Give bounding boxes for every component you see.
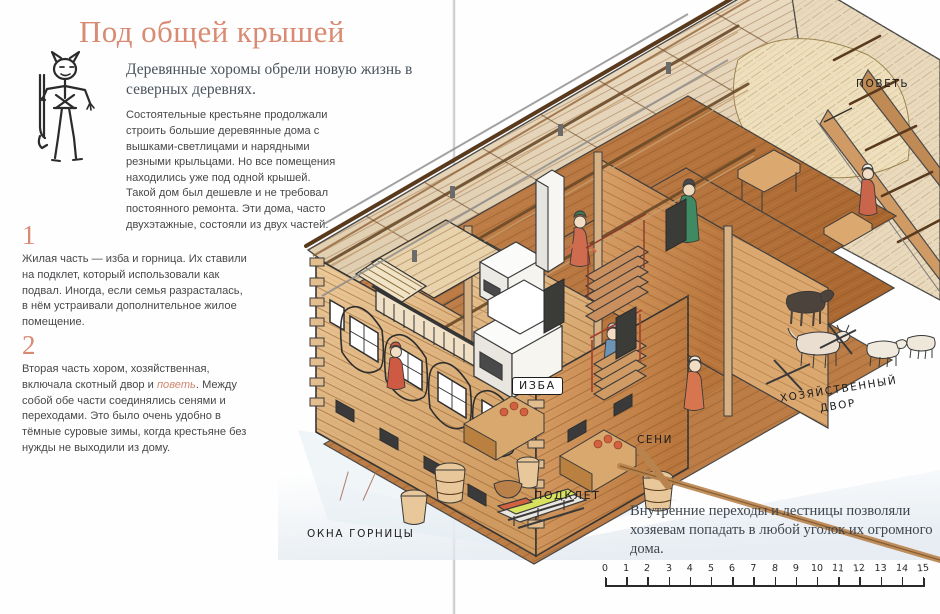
ruler-tick-label: 1	[623, 563, 630, 574]
ruler-tick	[901, 577, 904, 586]
ruler-tick	[647, 577, 649, 586]
ruler-tick	[880, 577, 882, 586]
ruler-tick	[753, 577, 755, 586]
ruler-tick-label: 4	[686, 563, 693, 574]
numbered-section-2: 2 Вторая часть хором, хозяйственная, вкл…	[22, 332, 248, 457]
ruler-tick-label: 2	[643, 562, 651, 575]
ruler-tick-label: 11	[831, 562, 845, 575]
numbered-section-1: 1 Жилая часть — изба и горница. Их стави…	[22, 222, 248, 331]
ruler-tick-label: 5	[707, 562, 715, 575]
ruler-tick	[668, 577, 670, 586]
ruler-tick-label: 13	[874, 563, 887, 574]
ruler-tick-label: 3	[665, 562, 673, 575]
illustration-caption: Внутренние переходы и лестницы позволяли…	[630, 503, 933, 557]
ruler-tick-label: 12	[852, 562, 866, 575]
ruler-tick	[795, 577, 798, 586]
body-paragraph-2: Такой дом был дешевле и не требовал пост…	[126, 187, 329, 231]
deck-text: Деревянные хоромы обрели новую жизнь в с…	[126, 61, 413, 99]
label-izba: ИЗБА	[512, 377, 563, 395]
ruler-tick-label: 14	[895, 562, 909, 575]
house-cutaway-illustration	[278, 0, 940, 565]
ruler-tick	[626, 577, 628, 586]
body-paragraph-1: Состоятельные крестьяне продолжали строи…	[126, 109, 336, 184]
ruler-tick-label: 6	[728, 562, 736, 575]
ruler-tick	[689, 577, 692, 586]
page-title: Под общей крышей	[79, 14, 345, 49]
ruler-tick	[859, 577, 861, 586]
highlight-term-povet: поветь	[156, 378, 196, 391]
ruler-tick	[817, 577, 819, 586]
ruler-tick	[711, 577, 713, 586]
ruler-tick	[923, 577, 925, 586]
label-povet: поветь	[856, 78, 910, 90]
section-number-1: 1	[22, 220, 36, 250]
ruler-tick-label: 7	[750, 563, 757, 574]
section-body-2: Вторая часть хором, хозяйственная, включ…	[22, 363, 247, 454]
label-okna-gornicy: окна горницы	[307, 528, 415, 540]
ruler-tick	[774, 577, 776, 586]
section-number-2: 2	[22, 330, 36, 360]
hunter-figure-icon	[37, 50, 95, 162]
label-seni: сени	[637, 434, 674, 446]
ruler-tick-label: 0	[601, 562, 609, 575]
ruler-tick-label: 15	[916, 562, 930, 575]
ruler-tick	[732, 577, 734, 586]
ruler-tick	[838, 577, 840, 586]
ruler-bar	[605, 585, 925, 587]
ruler-tick-label: 10	[810, 563, 824, 574]
ruler-tick-label: 9	[792, 562, 800, 575]
label-podklet: подклет	[534, 489, 601, 502]
section-body-1: Жилая часть — изба и горница. Их ставили…	[22, 253, 247, 328]
ruler-tick	[605, 577, 607, 586]
ruler-tick-label: 8	[771, 562, 779, 575]
